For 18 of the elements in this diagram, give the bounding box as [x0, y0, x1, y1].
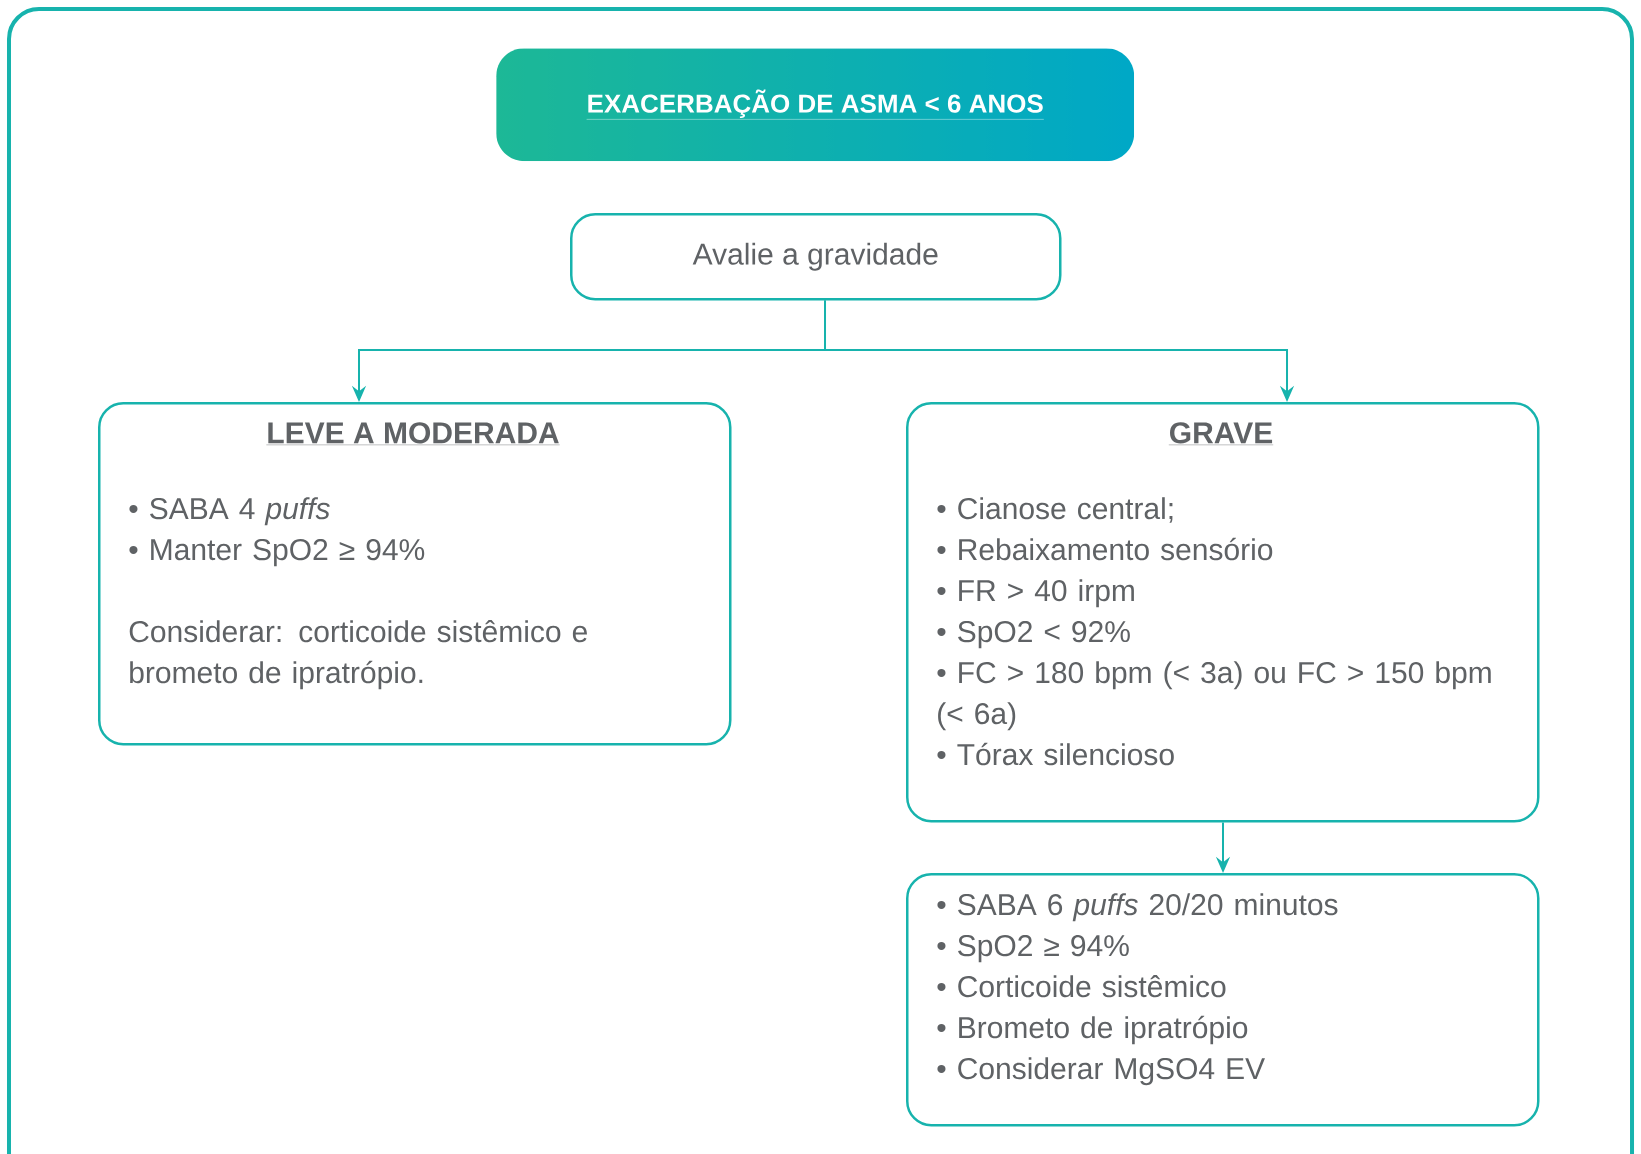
list-item: • SpO2 < 92%	[937, 621, 1130, 649]
title-banner: EXACERBAÇÃO DE ASMA < 6 ANOS	[586, 89, 1044, 120]
list-item: • Corticoide sistêmico	[937, 975, 1226, 998]
list-item: • FR > 40 irpm	[937, 579, 1134, 608]
list-item: • Manter SpO2 ≥ 94%	[129, 539, 425, 567]
process-box: Avalie a gravidade	[570, 213, 1062, 301]
list-item: • FC > 180 bpm (< 3a) ou FC > 150 bpm (< 6a)	[937, 661, 1491, 731]
list-item: • Brometo de ipratrópio	[937, 1015, 1248, 1045]
list-item: • Considerar MgSO4 EV	[937, 1057, 1265, 1086]
list-item: • SABA 4 puffs	[129, 497, 330, 526]
box-heading: LEVE A MODERADA	[266, 422, 560, 446]
list-item: • Tórax silencioso	[937, 742, 1174, 766]
list-item: Considerar: corticoide sistêmico e brometo de ipratrópio.	[129, 620, 587, 690]
list-item: • Cianose central;	[937, 497, 1173, 523]
box-heading: GRAVE	[1168, 422, 1274, 446]
list-item: • Rebaixamento sensório	[937, 537, 1273, 561]
list-item: • SABA 6 puffs 20/20 minutos	[937, 893, 1338, 922]
list-item: • SpO2 ≥ 94%	[937, 935, 1129, 963]
